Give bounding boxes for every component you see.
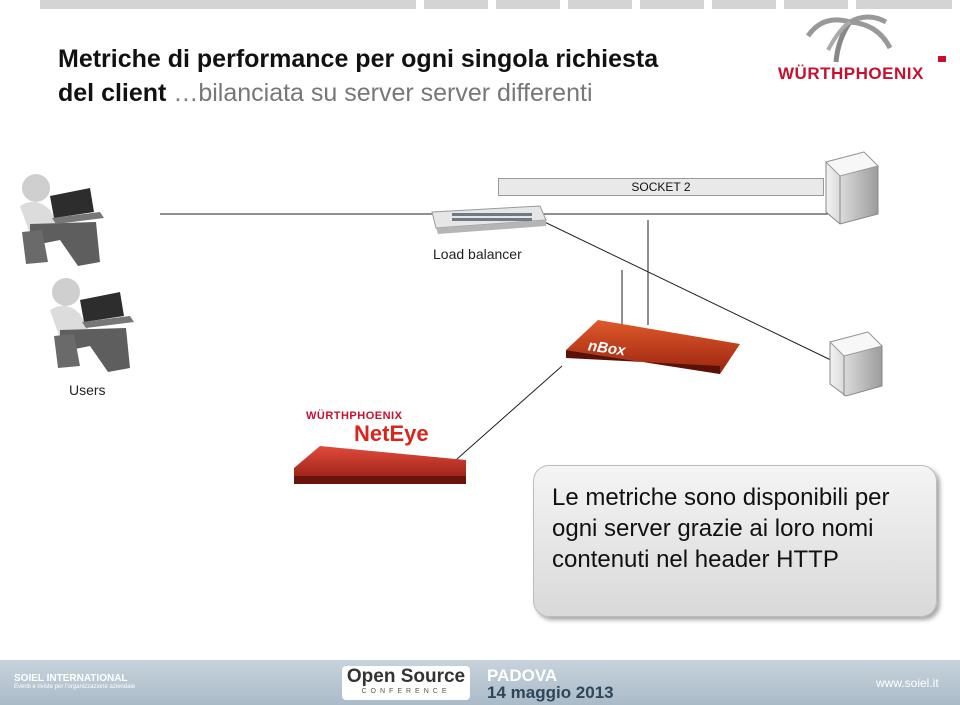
connection-lines — [160, 213, 838, 468]
callout-text: Le metriche sono disponibili per ogni se… — [552, 484, 890, 573]
conference-sub: CONFERENCE — [361, 688, 451, 695]
neteye-appliance-icon — [294, 446, 466, 484]
neteye-brand: WÜRTHPHOENIX — [306, 410, 403, 422]
users-label: Users — [69, 382, 106, 398]
title-client: del client — [58, 79, 167, 107]
conference-city: PADOVA — [487, 666, 558, 685]
user-workstation-icon — [50, 278, 134, 372]
user-workstation-icon — [20, 174, 104, 266]
load-balancer-label: Load balancer — [433, 246, 522, 262]
top-decoration-bars — [0, 0, 960, 10]
logo-brand-text: WÜRTHPHOENIX — [778, 64, 924, 83]
palm-tree-icon — [805, 14, 946, 63]
title-subtitle: bilanciata su server server differenti — [198, 79, 593, 107]
conference-name: Open Source — [346, 666, 466, 687]
footer-bar: SOIEL INTERNATIONAL Eventi e riviste per… — [0, 660, 960, 705]
conference-logo: Open Source CONFERENCE — [342, 666, 470, 700]
title-line-1: Metriche di performance per ogni singola… — [58, 45, 659, 73]
load-balancer-icon — [431, 205, 547, 234]
callout-box: Le metriche sono disponibili per ogni se… — [533, 465, 937, 617]
server-icon — [825, 151, 879, 225]
sponsor-logo: SOIEL INTERNATIONAL Eventi e riviste per… — [14, 673, 135, 690]
nbox-appliance-icon: nBox — [566, 320, 740, 374]
wurth-phoenix-logo: WÜRTHPHOENIX — [778, 14, 954, 86]
sponsor-tagline: Eventi e riviste per l'organizzazione az… — [14, 684, 136, 690]
nbox-label: nBox — [587, 337, 627, 359]
footer-url[interactable]: www.soiel.it — [876, 676, 939, 690]
socket-2-label: SOCKET 2 — [498, 178, 824, 196]
slide-title: Metriche di performance per ogni singola… — [58, 42, 658, 110]
title-line-2: del client …bilanciata su server server … — [58, 76, 658, 110]
server-icon — [829, 331, 883, 397]
logo-wordmark: WÜRTHPHOENIX — [778, 64, 924, 84]
title-ellipsis: … — [173, 79, 199, 107]
sponsor-name: SOIEL INTERNATIONAL — [14, 673, 128, 684]
conference-date: 14 maggio 2013 — [487, 683, 614, 702]
neteye-label: NetEye — [354, 421, 429, 446]
